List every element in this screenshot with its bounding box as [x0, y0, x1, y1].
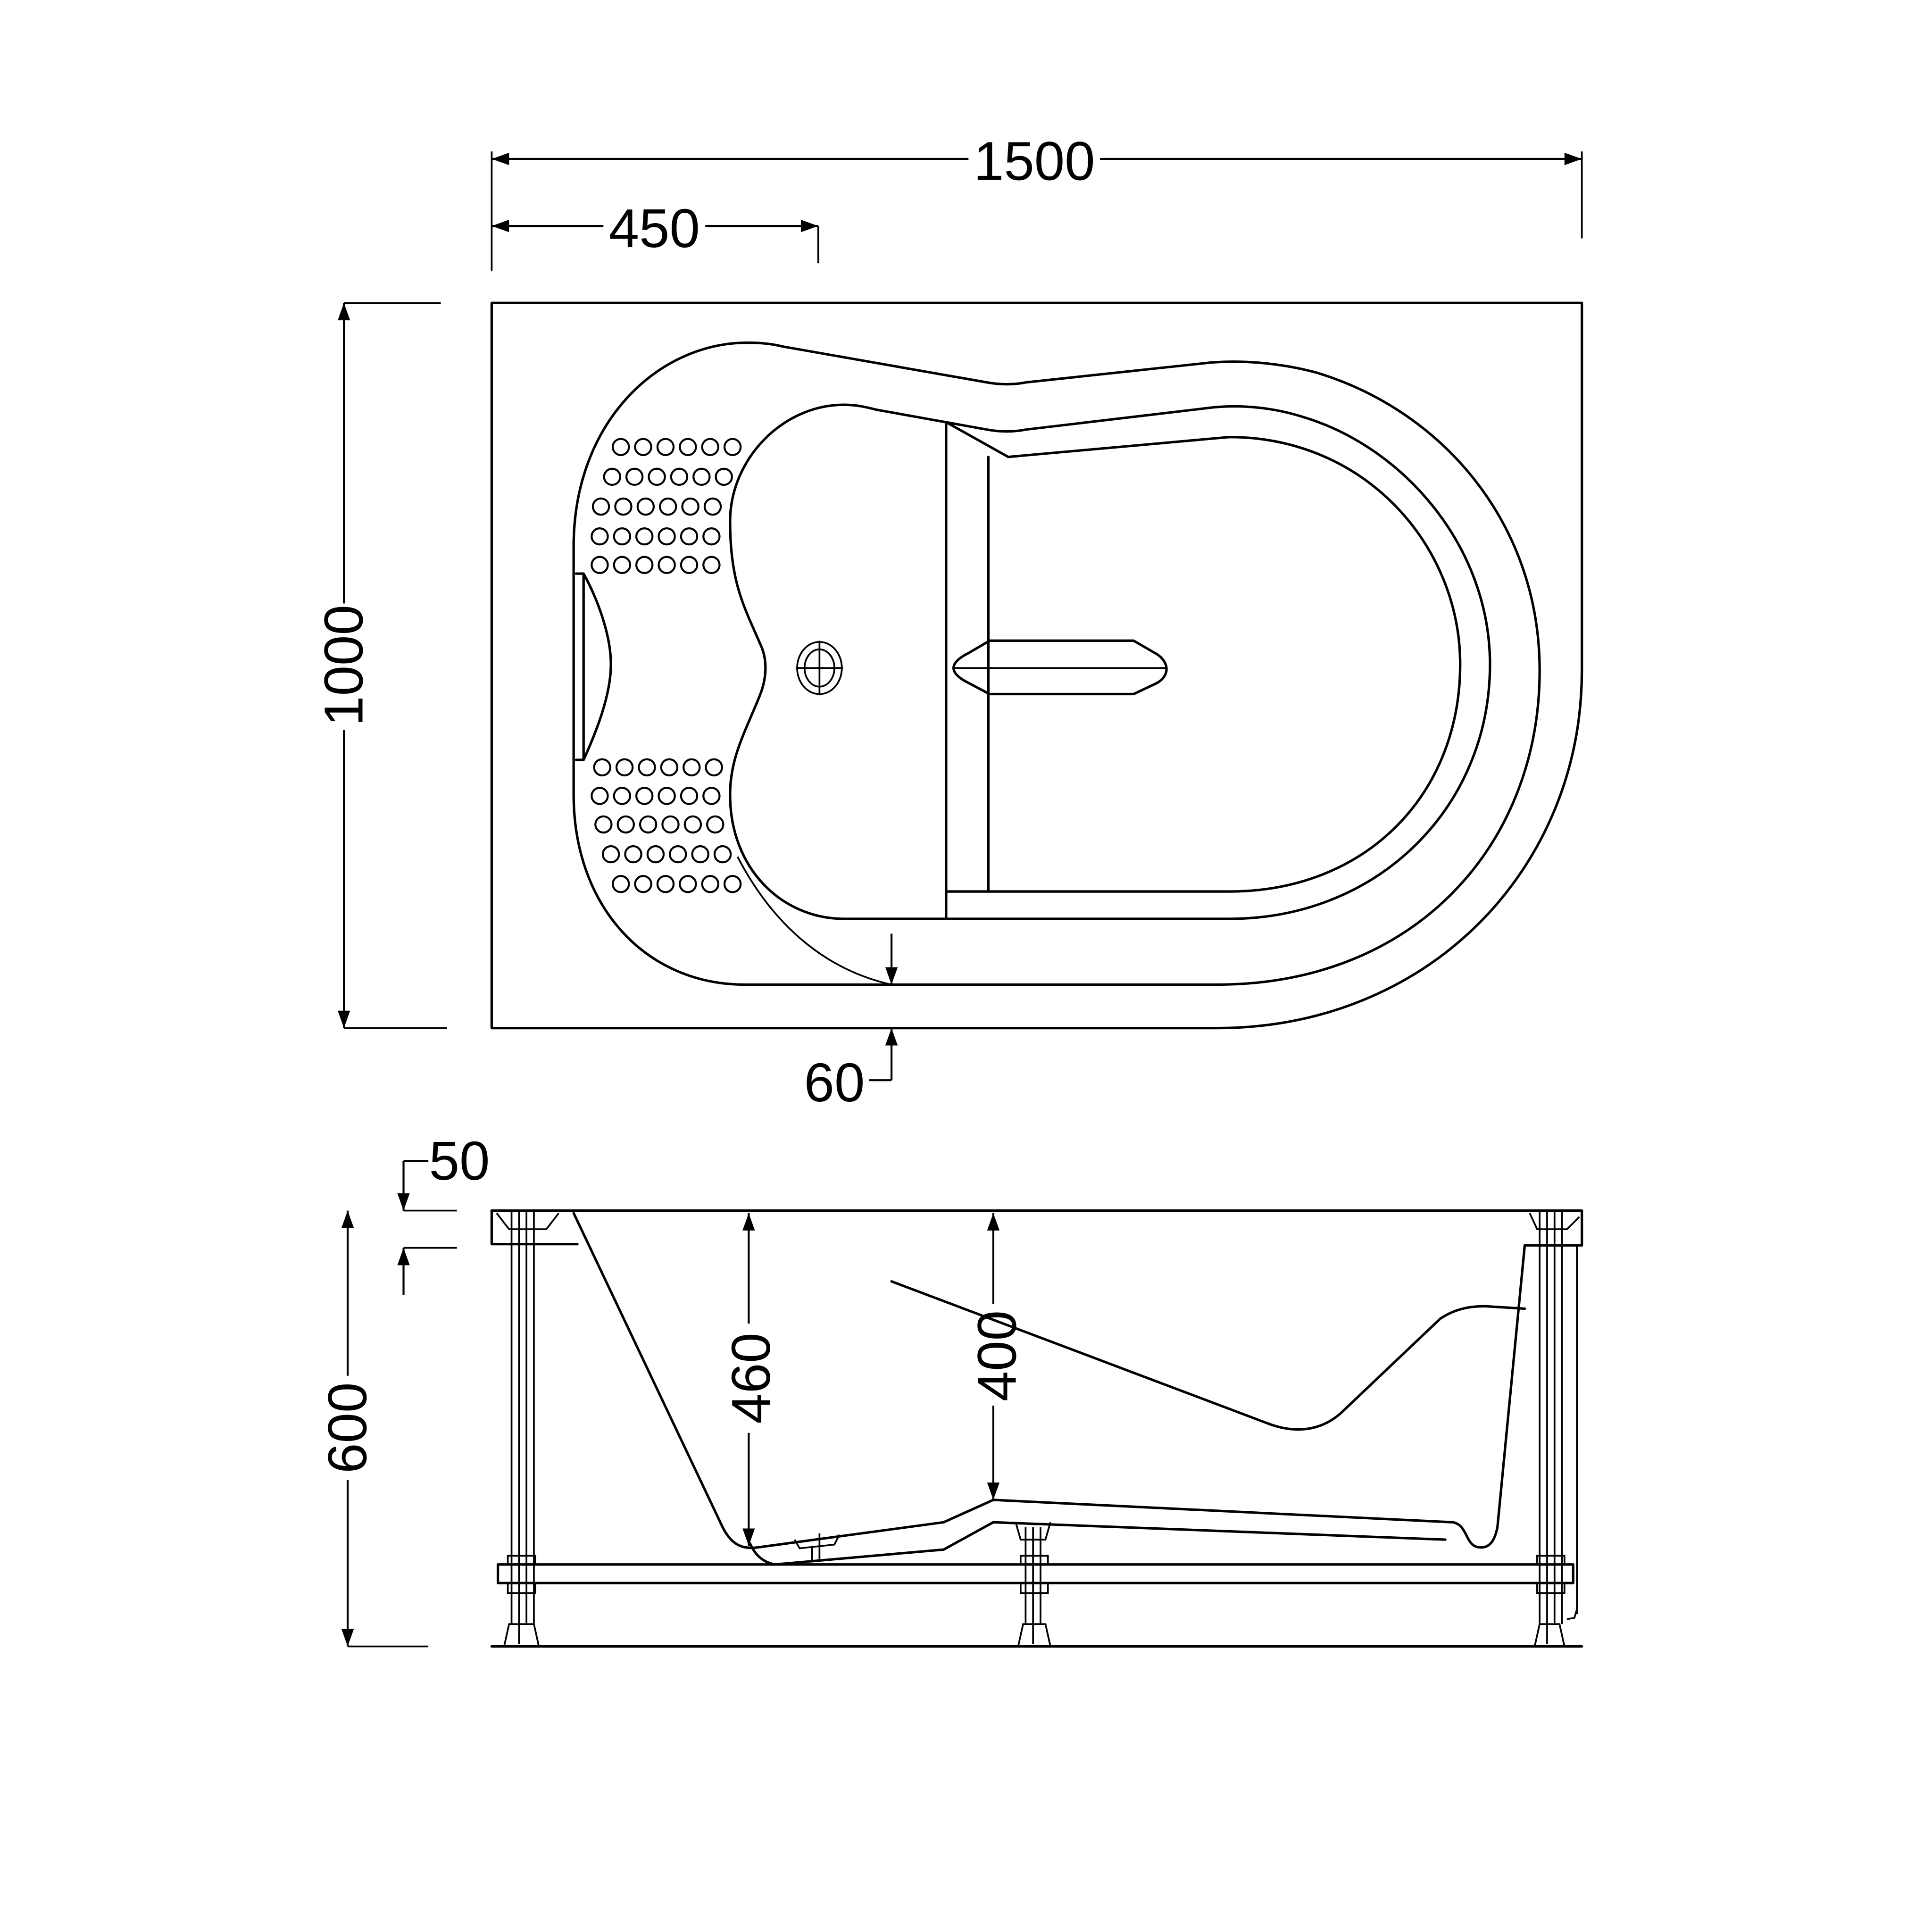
dim-label-450: 450	[609, 198, 700, 259]
dim-label-400: 400	[966, 1310, 1027, 1401]
dimension-seat-width: 450	[491, 198, 819, 264]
tub-bottom-profile	[749, 1521, 1447, 1566]
dim-label-60: 60	[804, 1052, 865, 1113]
seat-left-contour	[575, 572, 612, 761]
side-view: 50 600 460	[317, 1130, 1583, 1648]
basin-floor-edge	[945, 421, 1462, 920]
support-leg-right	[1533, 1210, 1578, 1648]
drain-fitting-icon	[794, 1533, 841, 1562]
dim-label-1500: 1500	[974, 131, 1095, 192]
basin-inner-rim	[729, 403, 1491, 920]
frame-bar	[496, 1563, 1574, 1584]
dimension-overall-length: 1500	[491, 131, 1583, 271]
rim-right-block	[1523, 1209, 1583, 1247]
support-leg-left	[503, 1210, 540, 1648]
dim-label-50: 50	[429, 1130, 490, 1191]
massage-dots-lower	[591, 758, 742, 893]
plan-view: 1500 450 1000	[313, 131, 1583, 1113]
dimension-overall-height: 600	[317, 1210, 429, 1648]
massage-dots-upper	[591, 438, 742, 574]
basin-outer-rim	[572, 341, 1541, 986]
headrest-icon	[952, 639, 1168, 696]
tub-body-profile	[572, 1212, 1526, 1549]
dimension-rim-thickness: 50	[397, 1130, 490, 1295]
seat-lower-sweep	[737, 856, 892, 986]
dim-label-1000: 1000	[313, 605, 375, 726]
deck-outline	[490, 301, 1583, 1030]
support-leg-middle	[1015, 1522, 1052, 1648]
dim-label-600: 600	[317, 1382, 378, 1474]
dimension-seat-depth: 460	[720, 1213, 782, 1546]
dimension-basin-depth: 400	[966, 1213, 1027, 1500]
backrest-slope	[890, 1280, 1526, 1431]
dimension-rim-offset: 60	[804, 933, 898, 1113]
dimension-overall-width: 1000	[313, 302, 447, 1029]
drain-icon	[796, 641, 843, 696]
dim-label-460: 460	[720, 1332, 782, 1424]
